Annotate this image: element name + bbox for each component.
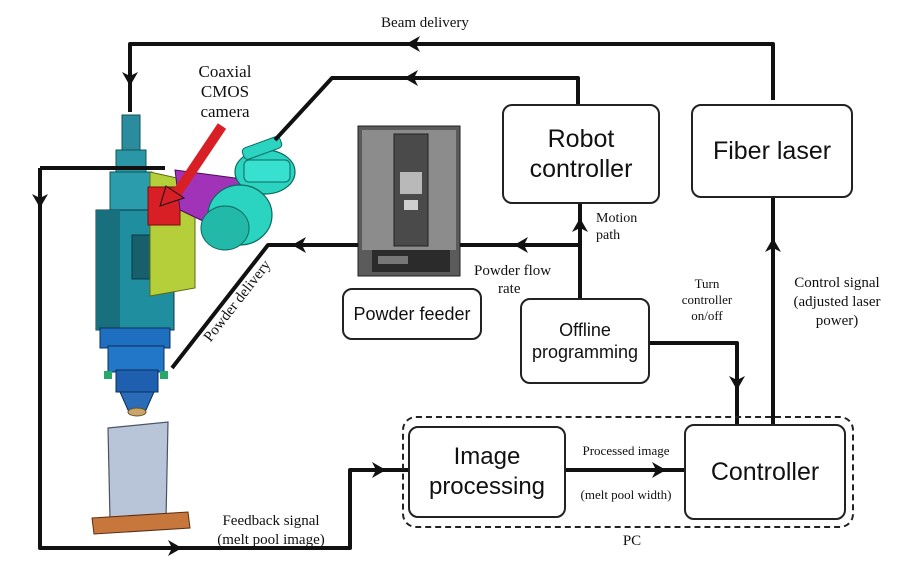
offline-programming-box[interactable]: Offline programming bbox=[520, 298, 650, 384]
arrow-left-down bbox=[32, 194, 48, 208]
control-signal-label: Control signal (adjusted laser power) bbox=[782, 274, 892, 331]
nozzle-tip bbox=[119, 391, 155, 411]
image-processing-box[interactable]: Image processing bbox=[408, 426, 566, 518]
arrow-beam-left bbox=[406, 36, 420, 52]
arrow-processed-right bbox=[652, 462, 666, 478]
feedback-signal-line-1: Feedback signal bbox=[222, 513, 320, 529]
fiber-laser-label: Fiber laser bbox=[712, 136, 832, 165]
deposited-wall bbox=[107, 421, 169, 521]
coaxial-camera-line-3: camera bbox=[200, 102, 250, 121]
powder-feeder-box[interactable]: Powder feeder bbox=[342, 288, 482, 340]
image-processing-line-1: Image bbox=[453, 443, 521, 470]
feedback-signal-line-2: (melt pool image) bbox=[217, 532, 325, 548]
powder-delivery-line bbox=[170, 243, 358, 370]
motion-path-label: Motion path bbox=[596, 210, 637, 244]
offline-programming-line-1: Offline bbox=[559, 320, 611, 340]
nozzle-lower bbox=[115, 369, 159, 393]
arrow-beam-down bbox=[122, 72, 138, 86]
arrow-robot-left bbox=[404, 70, 418, 86]
powder-flow-line-1: Powder flow bbox=[474, 263, 552, 279]
powder-flow-rate-label: Powder flow rate bbox=[474, 262, 551, 298]
powder-feeder-photo bbox=[357, 125, 461, 277]
arrow-turn-down bbox=[729, 376, 745, 390]
turn-controller-line bbox=[650, 341, 739, 424]
laser-head-illustration bbox=[95, 114, 296, 417]
robot-controller-line-1: Robot bbox=[547, 125, 615, 153]
coaxial-camera-line-2: CMOS bbox=[200, 82, 250, 101]
arrow-control-up bbox=[765, 238, 781, 252]
robot-controller-line-2: controller bbox=[529, 155, 633, 183]
image-processing-line-2: processing bbox=[428, 473, 546, 500]
powder-flow-line-2: rate bbox=[498, 281, 521, 297]
pc-group-label: PC bbox=[622, 533, 642, 549]
nozzle-orifice bbox=[127, 407, 147, 417]
robot-controller-box[interactable]: Robot controller bbox=[502, 104, 660, 204]
arrowheads bbox=[32, 36, 781, 556]
powder-head-cyan bbox=[200, 136, 296, 251]
build-plate-illustration bbox=[91, 421, 191, 535]
motion-path-line-1: Motion bbox=[596, 211, 638, 226]
melt-pool-width-label: (melt pool width) bbox=[580, 487, 672, 502]
powder-feeder-label: Powder feeder bbox=[353, 303, 471, 324]
nozzle-pin-left bbox=[104, 371, 112, 379]
turn-controller-line-1: Turn bbox=[694, 276, 720, 291]
pc-group-frame bbox=[402, 416, 854, 528]
nozzle-upper bbox=[99, 327, 171, 349]
feedback-signal-label: Feedback signal (melt pool image) bbox=[196, 512, 346, 550]
beam-delivery-label: Beam delivery bbox=[381, 15, 469, 31]
arrow-into-imageproc bbox=[372, 462, 386, 478]
coaxial-camera-label: Coaxial CMOS camera bbox=[180, 62, 270, 122]
turn-controller-line-3: on/off bbox=[691, 308, 723, 323]
robot-to-head-line bbox=[273, 76, 580, 142]
offline-programming-line-2: programming bbox=[531, 342, 639, 362]
control-signal-line-2: (adjusted laser bbox=[793, 294, 881, 310]
arrow-flow-left bbox=[514, 237, 528, 253]
substrate bbox=[91, 511, 191, 535]
motion-path-line-2: path bbox=[596, 228, 621, 243]
arrow-feedback-right bbox=[168, 540, 182, 556]
beam-tube-collar bbox=[115, 149, 147, 176]
processed-image-label: Processed image bbox=[582, 443, 670, 458]
controller-box[interactable]: Controller bbox=[684, 424, 846, 520]
controller-label: Controller bbox=[710, 457, 820, 486]
head-neck bbox=[109, 171, 153, 213]
turn-controller-line-2: controller bbox=[681, 292, 733, 307]
nozzle-middle bbox=[107, 345, 165, 373]
head-body-shade bbox=[96, 210, 120, 330]
control-signal-line-1: Control signal bbox=[794, 275, 880, 291]
arrow-delivery-left bbox=[292, 237, 306, 253]
control-signal-line-3: power) bbox=[815, 313, 859, 329]
camera-pointer bbox=[159, 123, 227, 207]
arrow-motion-up bbox=[572, 218, 588, 232]
feedback-left-line bbox=[38, 168, 408, 550]
coaxial-camera-line-1: Coaxial bbox=[198, 62, 252, 81]
beam-tube bbox=[121, 114, 141, 156]
fiber-laser-box[interactable]: Fiber laser bbox=[691, 104, 853, 198]
turn-controller-label: Turn controller on/off bbox=[672, 276, 742, 324]
nozzle-pin-right bbox=[160, 371, 168, 379]
